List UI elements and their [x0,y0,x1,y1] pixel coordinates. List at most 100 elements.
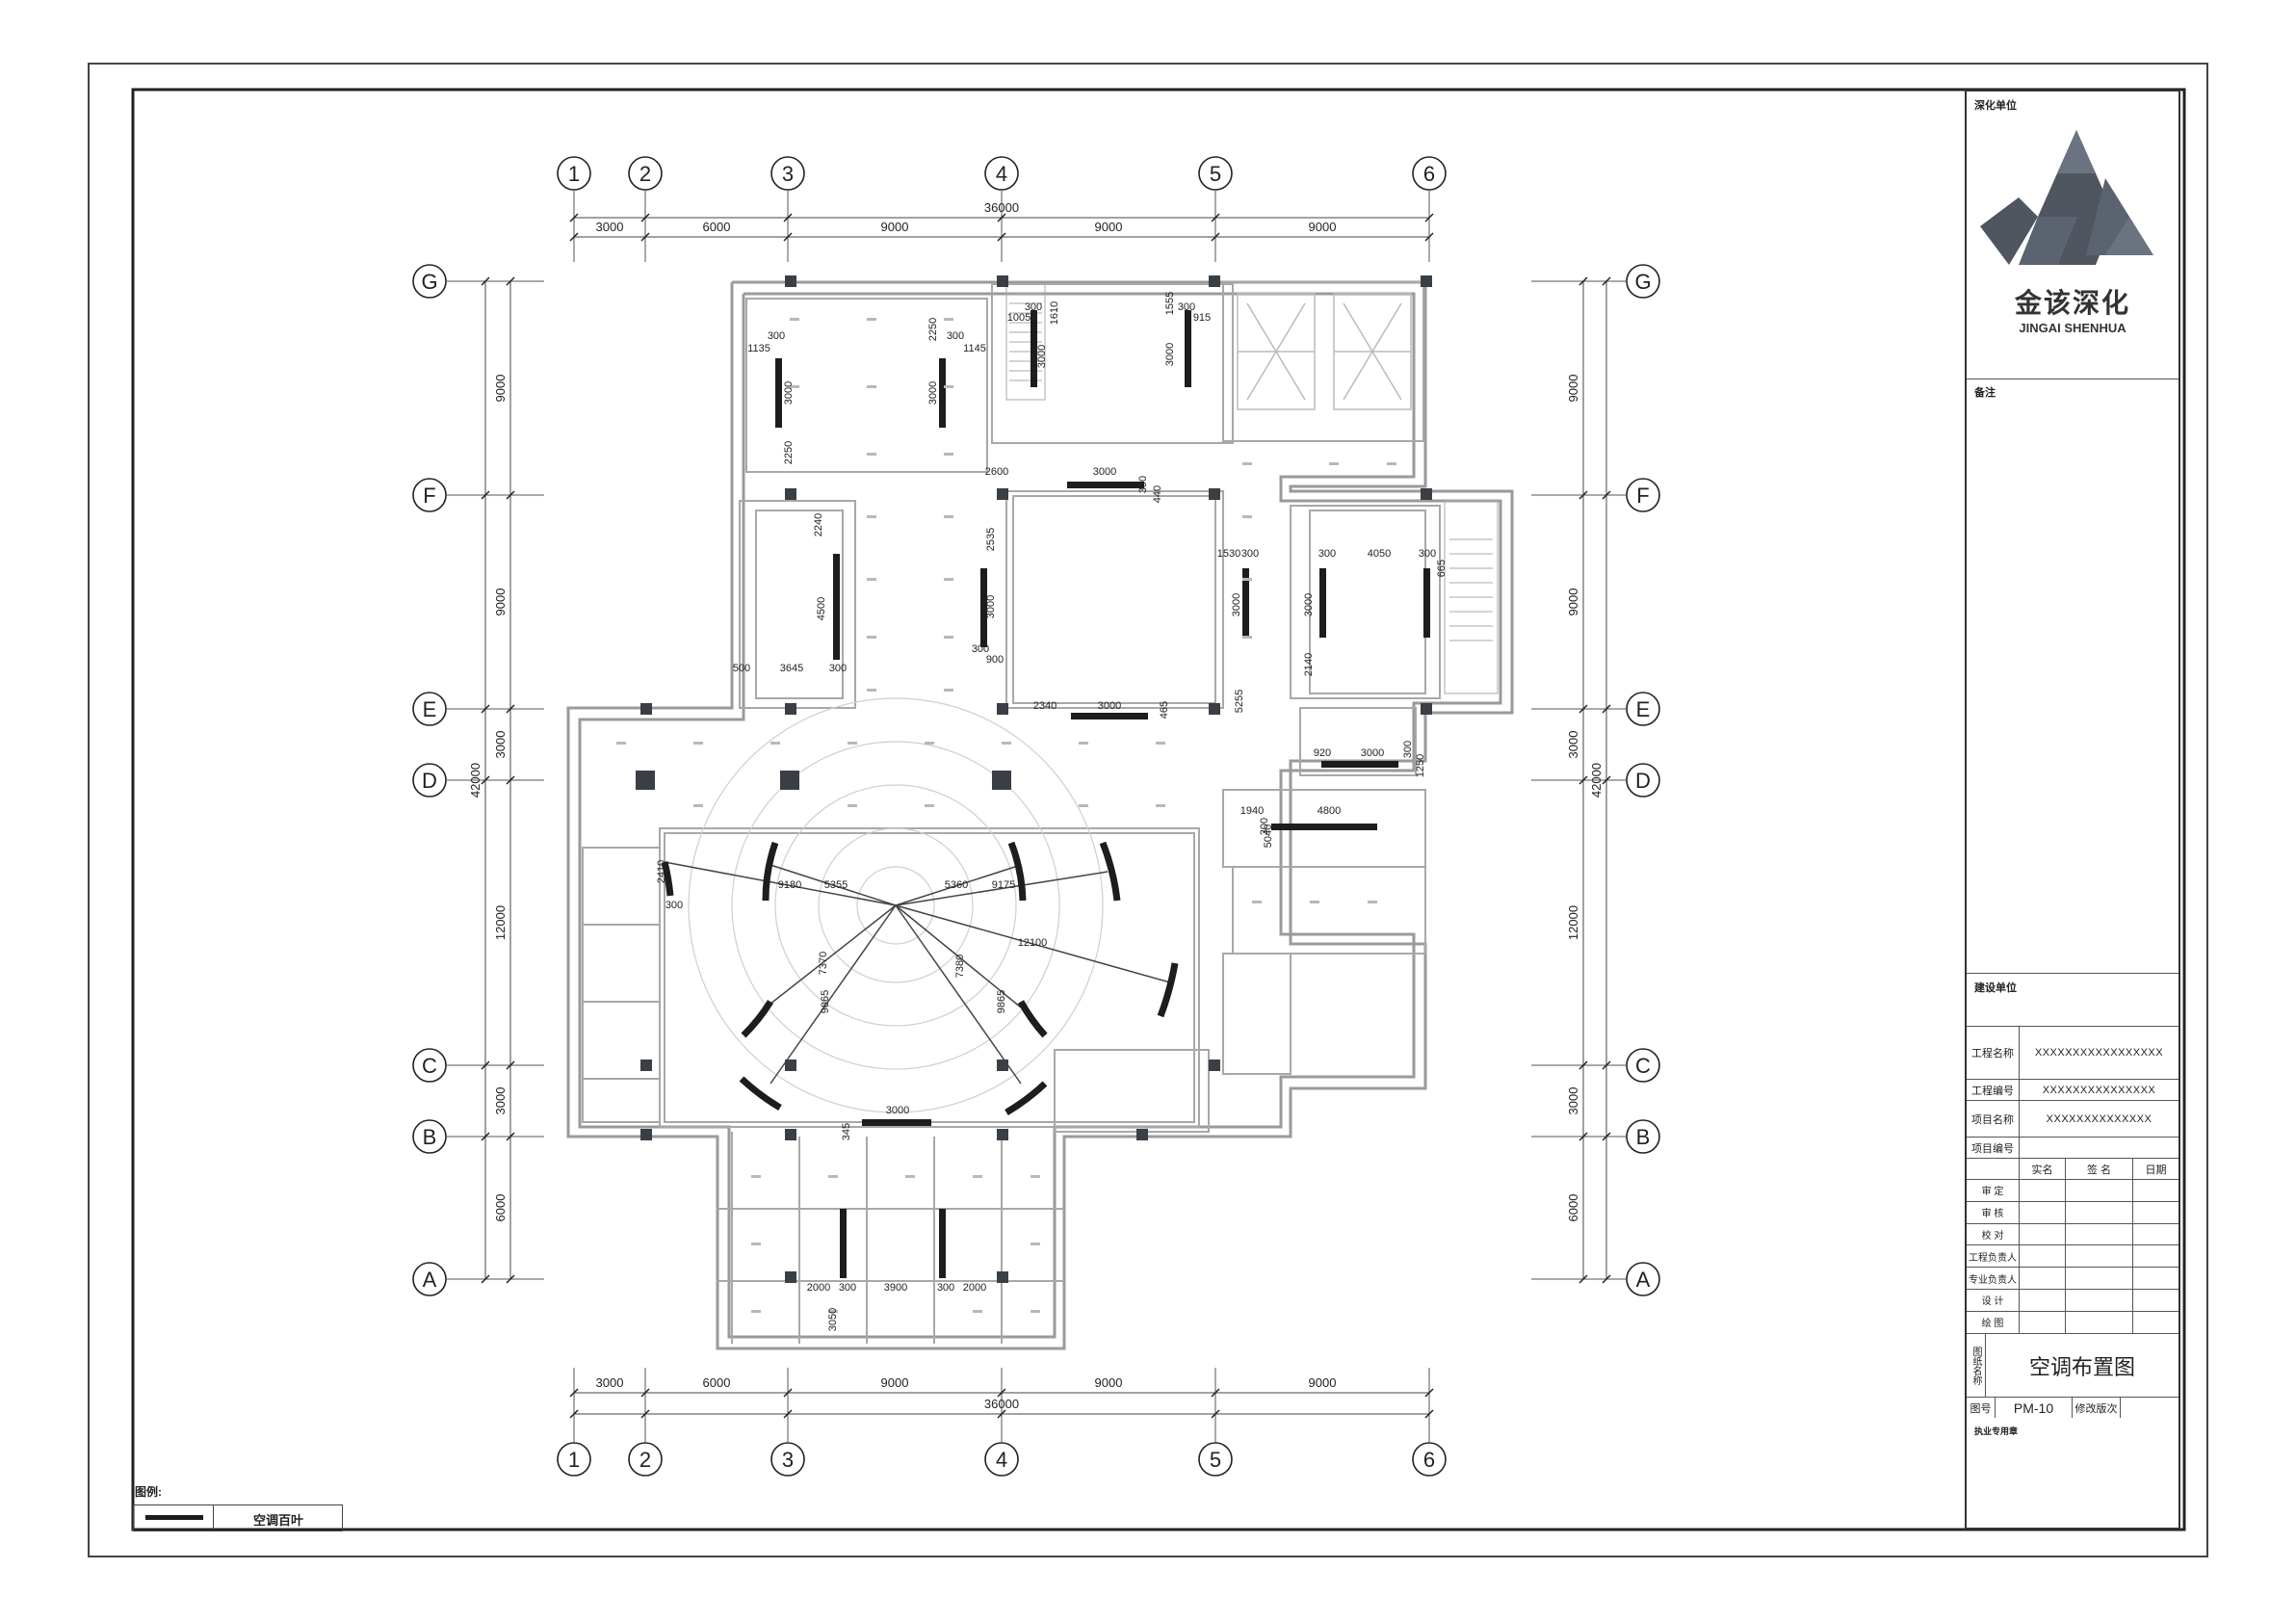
dim-annotation: 665 [1436,560,1448,577]
role-name-cell[interactable] [2020,1311,2066,1333]
role-name-cell[interactable] [2020,1201,2066,1223]
role-label: 审 定 [1967,1180,2020,1201]
structural-columns [636,275,1432,1283]
axis-bubble-bottom-1-label: 1 [568,1448,580,1472]
axis-bubble-right-G: G [1626,264,1660,299]
axis-bubble-top-5: 5 [1198,156,1233,191]
role-date-cell[interactable] [2133,1224,2179,1245]
axis-bubble-bottom-4-label: 4 [996,1448,1007,1472]
role-sign-cell[interactable] [2066,1201,2133,1223]
role-name-cell[interactable] [2020,1290,2066,1311]
axis-bubble-bottom-3: 3 [770,1442,805,1477]
top-dim-4: 9000 [1309,220,1337,234]
role-date-cell[interactable] [2133,1245,2179,1267]
axis-bubble-bottom-6-label: 6 [1423,1448,1435,1472]
axis-bubble-bottom-5-label: 5 [1210,1448,1221,1472]
dim-annotation: 12100 [1018,937,1048,949]
axis-bubble-left-F-label: F [423,484,435,508]
top-dim-2: 9000 [881,220,909,234]
left-dim-5: 6000 [493,1194,508,1222]
role-date-cell[interactable] [2133,1290,2179,1311]
dim-annotation: 3000 [1098,700,1121,712]
drawing-name-value: 空调布置图 [2028,1354,2135,1379]
project-name-row: 工程名称 XXXXXXXXXXXXXXXXX [1967,1026,2179,1079]
dim-annotation: 3000 [886,1105,909,1116]
axis-bubble-left-E: E [412,692,447,726]
axis-bubble-left-A-label: A [423,1268,437,1292]
dim-annotation: 2250 [927,318,939,341]
legend-box: 空调百叶 [133,1504,343,1531]
remarks-label: 备注 [1974,387,1996,399]
dim-annotation: 3000 [1231,593,1242,616]
revision-label: 修改版次 [2073,1398,2121,1418]
item-name-label: 项目名称 [1967,1101,2020,1137]
role-name-cell[interactable] [2020,1180,2066,1201]
axis-bubble-right-B-label: B [1636,1125,1651,1149]
dim-annotation: 7370 [818,952,829,975]
item-name-value: XXXXXXXXXXXXXX [2046,1112,2152,1125]
axis-bubble-top-1: 1 [557,156,591,191]
role-row: 设 计 [1967,1289,2179,1311]
bottom-dim-2: 9000 [881,1375,909,1390]
role-label: 工程负责人 [1967,1245,2020,1268]
dim-annotation: 4050 [1368,548,1391,560]
dim-annotation: 4800 [1318,805,1341,817]
axis-bubble-right-D: D [1626,763,1660,798]
role-sign-cell[interactable] [2066,1223,2133,1245]
right-dim-4: 3000 [1566,1087,1580,1115]
dim-annotation: 2410 [656,860,667,883]
dim-annotation: 3000 [1303,593,1315,616]
col-name: 实名 [2020,1159,2066,1179]
dim-annotation: 3000 [1164,343,1176,366]
hall-arcs [688,697,1104,1113]
role-date-cell[interactable] [2133,1312,2179,1333]
dim-annotation: 9865 [820,990,831,1013]
axis-bubble-left-F: F [412,478,447,512]
role-sign-cell[interactable] [2066,1311,2133,1333]
title-block: 深化单位 金该深化 JINGAI SHENHUA 备注 建设单位 工程名称 XX… [1965,90,2180,1530]
dim-annotation: 3900 [884,1282,907,1294]
role-sign-cell[interactable] [2066,1245,2133,1268]
dim-annotation: 3000 [783,381,795,405]
logo-en: JINGAI SHENHUA [2019,321,2126,335]
role-sign-cell[interactable] [2066,1180,2133,1201]
role-name-cell[interactable] [2020,1223,2066,1245]
staircase [1005,283,1499,694]
right-dim-1: 9000 [1566,589,1580,616]
legend: 图例: 空调百叶 [133,1483,343,1531]
axis-bubble-top-4: 4 [984,156,1019,191]
dim-annotation: 440 [1152,485,1163,503]
role-date-cell[interactable] [2133,1180,2179,1201]
role-sign-cell[interactable] [2066,1268,2133,1289]
role-row: 校 对 [1967,1222,2179,1245]
role-row: 专业负责人 [1967,1267,2179,1289]
right-dim-5: 6000 [1566,1194,1580,1222]
axis-bubble-right-A: A [1626,1262,1660,1296]
axis-bubble-left-E-label: E [423,697,437,721]
axis-bubble-top-3: 3 [770,156,805,191]
role-name-cell[interactable] [2020,1245,2066,1268]
role-row: 绘 图 [1967,1310,2179,1333]
role-date-cell[interactable] [2133,1202,2179,1223]
dim-annotation: 3050 [827,1308,839,1331]
client-label: 建设单位 [1974,982,2017,994]
role-sign-cell[interactable] [2066,1290,2133,1311]
legend-title: 图例: [135,1485,162,1499]
dim-annotation: 300 [1241,548,1259,560]
role-label: 设 计 [1967,1290,2020,1311]
role-name-cell[interactable] [2020,1268,2066,1289]
dim-annotation: 7380 [954,955,966,978]
drawing-name-label: 图纸名称 [1967,1334,1986,1397]
axis-bubble-bottom-5: 5 [1198,1442,1233,1477]
dim-annotation: 5360 [945,879,968,891]
dim-annotation: 3000 [1093,466,1116,478]
dim-annotation: 3000 [1036,345,1048,368]
role-date-cell[interactable] [2133,1268,2179,1289]
item-no-label: 项目编号 [1967,1138,2020,1158]
bottom-dim-4: 9000 [1309,1375,1337,1390]
dim-annotation: 465 [1159,701,1170,719]
dim-annotation: 9180 [778,879,801,891]
role-row: 工程负责人 [1967,1244,2179,1268]
dim-annotation: 1135 [747,343,770,354]
